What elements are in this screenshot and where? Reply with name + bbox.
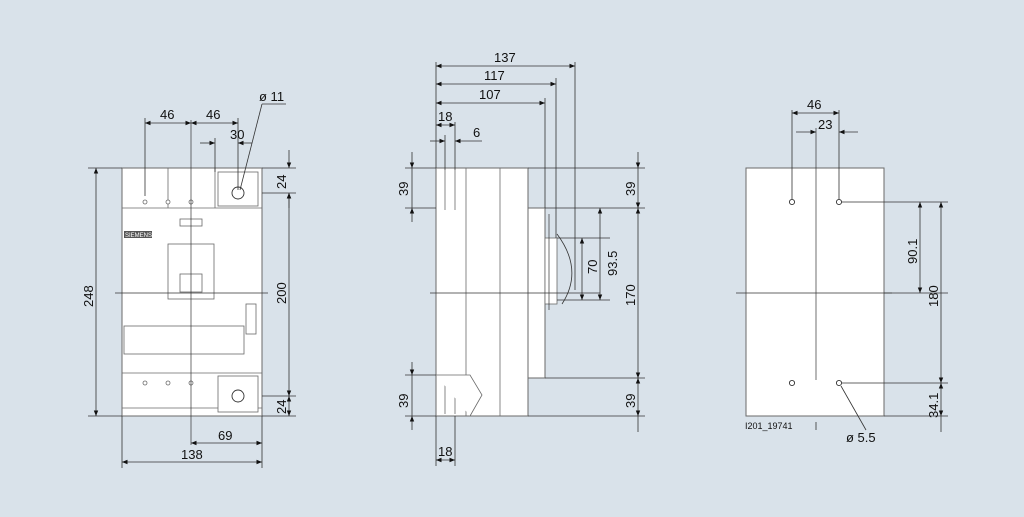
- dim-depth-total: 137: [494, 50, 516, 65]
- dim-hole-offset-23: 23: [818, 117, 832, 132]
- dim-terminal-18-top: 18: [438, 109, 452, 124]
- dim-depth-107: 107: [479, 87, 501, 102]
- dim-terminal-hole-dia: ø 11: [259, 89, 284, 104]
- front-view: SIEMENS 46 46 30: [81, 89, 296, 468]
- dim-cover-170: 170: [623, 284, 638, 306]
- side-view: 137 117 107 18 6 39 39 39 170 39: [396, 50, 645, 466]
- rear-view: 46 23 90.1 180 34.1 ø 5.5 I201_19741: [736, 97, 948, 445]
- dim-vertical-90-1: 90.1: [905, 239, 920, 264]
- dim-vertical-180: 180: [926, 285, 941, 307]
- drawing-id: I201_19741: [745, 421, 793, 431]
- dim-hole-spacing-46: 46: [807, 97, 821, 112]
- dim-mount-hole-dia: ø 5.5: [846, 430, 876, 445]
- dim-left-39-top: 39: [396, 182, 411, 196]
- dim-terminal-top: 24: [274, 175, 289, 189]
- dim-terminal-bottom: 24: [274, 400, 289, 414]
- dim-pole-pitch-left: 46: [160, 107, 174, 122]
- brand-label: SIEMENS: [125, 233, 152, 239]
- mount-hole-bl: [788, 379, 796, 387]
- dim-height: 248: [81, 285, 96, 307]
- dim-mount-spacing: 200: [274, 282, 289, 304]
- dim-right-39-top: 39: [623, 182, 638, 196]
- dim-depth-117: 117: [484, 68, 505, 83]
- mount-hole-tl: [788, 198, 796, 206]
- dim-left-39-bottom: 39: [396, 394, 411, 408]
- dim-bottom-34-1: 34.1: [926, 393, 941, 418]
- mount-hole-br: [835, 379, 843, 387]
- dim-half-width: 69: [218, 428, 232, 443]
- rear-body: [745, 167, 885, 417]
- mount-hole-tr: [835, 198, 843, 206]
- dim-terminal-18-bottom: 18: [438, 444, 452, 459]
- dim-pole-pitch-right: 46: [206, 107, 220, 122]
- dim-handle-70: 70: [585, 260, 600, 274]
- terminal-hole-bottom: [231, 389, 245, 403]
- dim-right-39-bottom: 39: [623, 394, 638, 408]
- dim-handle-93-5: 93.5: [605, 251, 620, 276]
- dim-terminal-6: 6: [473, 125, 480, 140]
- dim-width: 138: [181, 447, 203, 462]
- dim-terminal-offset: 30: [230, 127, 244, 142]
